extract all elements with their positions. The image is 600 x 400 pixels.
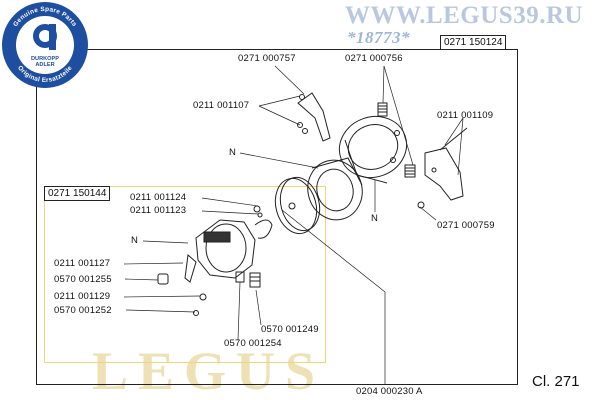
part-label-pin-small: 0570 001254 [224, 338, 282, 349]
small-spring-right [404, 164, 416, 178]
part-label-spring-left: 0271 000757 [238, 53, 296, 64]
watermark-site: WWW.LEGUS39.RU [345, 2, 584, 29]
svg-text:DURKOPP: DURKOPP [31, 56, 59, 62]
part-label-washer-a: 0570 001255 [54, 274, 112, 285]
bobbin-case-ring [307, 157, 363, 221]
part-label-right-screws: 0211 001109 [437, 110, 494, 121]
part-label-assembly: 0204 000230 A [356, 386, 423, 397]
part-label-left-screws: 0211 001107 [193, 100, 250, 111]
part-label-n-upper: N [229, 147, 237, 158]
part-label-n-lower: N [371, 213, 379, 224]
part-label-screw-b: 0211 001129 [54, 291, 111, 302]
rotary-hook-body [338, 102, 408, 184]
inset-frame [44, 186, 326, 363]
inset-bobbin-case [157, 205, 273, 316]
watermark-bottom: LEGUS [92, 341, 326, 400]
right-plate [417, 127, 468, 209]
spring-clip-left [297, 92, 331, 142]
part-label-spring-clip: 0211 001127 [54, 258, 111, 269]
main-reference-number: 0271 150124 [440, 35, 507, 50]
part-label-bobbin-screw-a: 0211 001124 [130, 192, 187, 203]
part-label-spring-right: 0271 000756 [345, 53, 403, 64]
part-label-bobbin-screw-b: 0211 001123 [130, 205, 187, 216]
part-label-n-inset: N [131, 235, 139, 246]
part-label-right-plate: 0271 000759 [437, 220, 495, 231]
bobbin-disc [274, 176, 321, 235]
durkopp-adler-logo: DURKOPP ADLER Genuine Spare Parts Origin… [2, 2, 88, 88]
watermark-code: *18773* [347, 28, 410, 47]
part-label-washer-b: 0570 001252 [54, 305, 112, 316]
leader-lines [123, 65, 464, 385]
diagram-frame [36, 49, 518, 385]
inset-reference-number: 0271 150144 [44, 186, 111, 201]
part-label-spring-small: 0570 001249 [261, 324, 319, 335]
svg-text:ADLER: ADLER [35, 62, 54, 68]
catalog-class-label: Cl. 271 [532, 373, 580, 390]
